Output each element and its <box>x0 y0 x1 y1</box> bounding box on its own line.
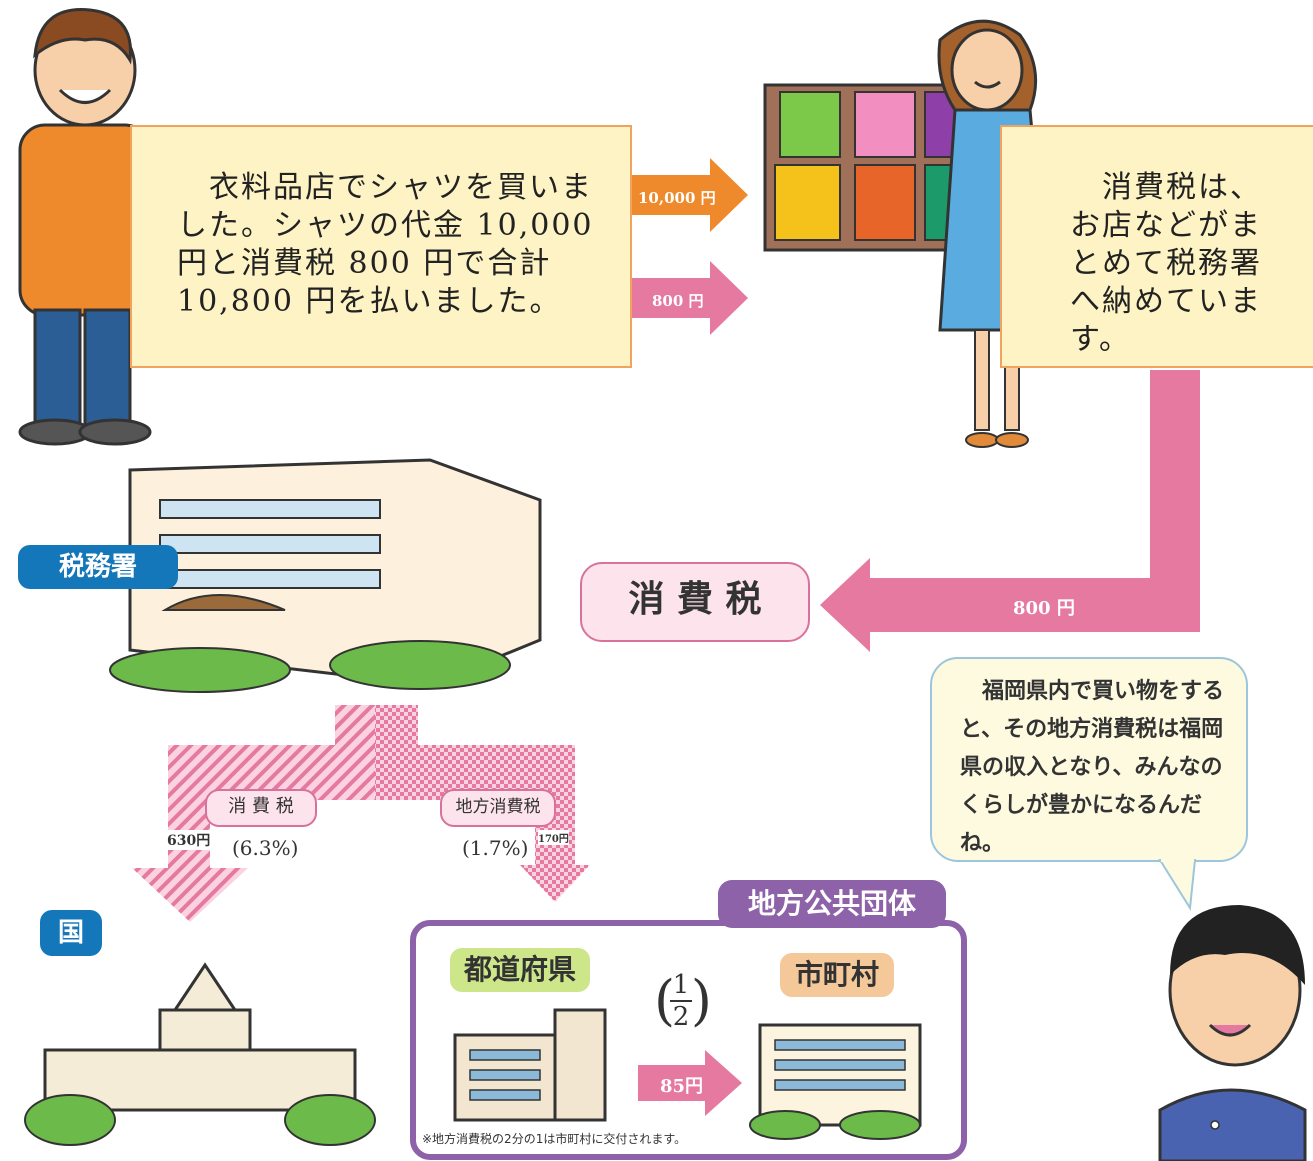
shop-box: 消費税は、お店などがまとめて税務署へ納めています。 <box>1000 125 1313 368</box>
national-tax-arrow <box>132 705 375 922</box>
fraction: ( ) 1 2 <box>654 969 712 1036</box>
tax-payment-arrow <box>820 370 1200 652</box>
tax-arrow <box>630 261 748 335</box>
tax-payment-label: 800 円 <box>1013 598 1075 619</box>
national-tax-amount: 630円 <box>166 830 212 850</box>
transfer-amount: 85円 <box>660 1076 704 1097</box>
country-label: 国 <box>40 910 102 956</box>
shirt-shelf-illustration <box>763 83 987 252</box>
tax-office-label: 税務署 <box>18 545 178 589</box>
purchase-box: 衣料品店でシャツを買いました。シャツの代金 10,000 円と消費税 800 円… <box>130 125 632 368</box>
tax-arrow-label: 800 円 <box>652 292 704 310</box>
local-tax-label: 地方消費税 <box>440 789 556 827</box>
consumption-tax-box: 消 費 税 <box>580 562 810 642</box>
customer-illustration <box>18 8 152 446</box>
national-tax-label: 消 費 税 <box>205 789 317 827</box>
shop-text: 消費税は、お店などがまとめて税務署へ納めています。 <box>1070 170 1262 357</box>
boy-illustration <box>1158 905 1307 1161</box>
prefecture-building-illustration <box>453 1008 607 1122</box>
local-tax-note: ※地方消費税の2分の1は市町村に交付されます。 <box>422 1132 687 1146</box>
prefecture-label: 都道府県 <box>450 948 590 992</box>
fraction-left-paren: ( <box>654 969 676 1032</box>
transfer-arrow <box>638 1050 742 1116</box>
municipal-building-illustration <box>749 1023 922 1140</box>
speech-bubble: 福岡県内で買い物をすると、その地方消費税は福岡県の収入となり、みんなのくらしが豊… <box>930 657 1248 862</box>
municipality-label: 市町村 <box>780 953 894 997</box>
fraction-numerator: 1 <box>670 970 692 1002</box>
local-tax-amount: 170円 <box>538 830 569 845</box>
local-tax-arrow <box>375 705 590 902</box>
local-government-title: 地方公共団体 <box>718 880 946 928</box>
fraction-right-paren: ) <box>690 969 712 1032</box>
local-tax-rate: (1.7%) <box>462 836 529 860</box>
national-tax-rate: (6.3%) <box>232 836 299 860</box>
speech-text: 福岡県内で買い物をすると、その地方消費税は福岡県の収入となり、みんなのくらしが豊… <box>960 679 1225 856</box>
local-government-box <box>410 920 967 1160</box>
fraction-denominator: 2 <box>672 1002 690 1032</box>
diet-building-illustration <box>24 962 376 1146</box>
price-arrow-label: 10,000 円 <box>638 189 716 207</box>
price-arrow <box>630 158 748 232</box>
tax-office-building-illustration <box>109 458 542 693</box>
speech-bubble-tail <box>1158 858 1197 911</box>
purchase-text: 衣料品店でシャツを買いました。シャツの代金 10,000 円と消費税 800 円… <box>177 170 594 319</box>
